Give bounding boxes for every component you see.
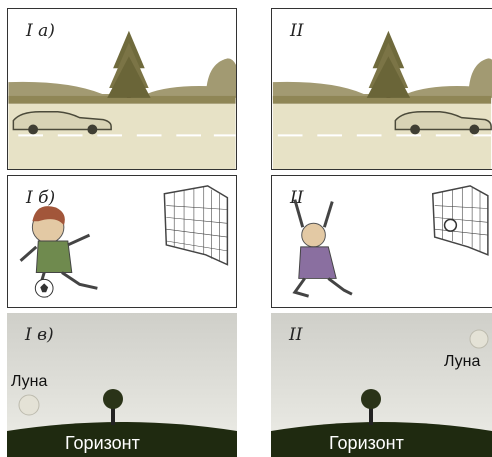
moon-label: Луна [11,373,48,390]
panel-football-2: II [271,175,492,308]
horizon-hill [271,422,492,457]
panel-label: I в) [25,325,54,345]
goal-icon [431,185,489,256]
goal-icon [163,185,229,266]
horizon-label: Горизонт [329,433,404,453]
moon-icon [18,394,40,416]
ball-icon [34,278,54,298]
car-scene-illustration [272,9,492,169]
panel-label: II [290,21,304,41]
panel-label: I а) [26,21,55,41]
panel-label: II [290,188,304,208]
panel-football-1: I б) [7,175,237,308]
tree-icon [361,389,381,425]
football-kick-illustration [8,176,236,307]
tree-icon [103,389,123,425]
tree-icon [107,30,151,98]
car-icon [12,110,112,135]
panel-car-2: II [271,8,492,170]
football-goal-illustration [273,176,491,307]
horizon-label: Горизонт [65,433,140,453]
horizon-hill [7,422,237,457]
panel-label: II [289,325,303,345]
panel-label: I б) [26,188,56,208]
moon-scene-illustration [271,313,492,457]
panel-moon-1: I в) Луна Горизонт [7,313,237,457]
moon-scene-illustration [7,313,237,457]
car-scene-illustration [8,9,236,169]
panel-car-1: I а) [7,8,237,170]
tree-icon [366,30,411,98]
moon-icon [469,329,489,349]
panel-moon-2: II Луна Горизонт [271,313,492,457]
player-icon [292,199,353,298]
player-icon [19,206,98,298]
car-icon [394,110,492,135]
moon-label: Луна [444,353,481,370]
